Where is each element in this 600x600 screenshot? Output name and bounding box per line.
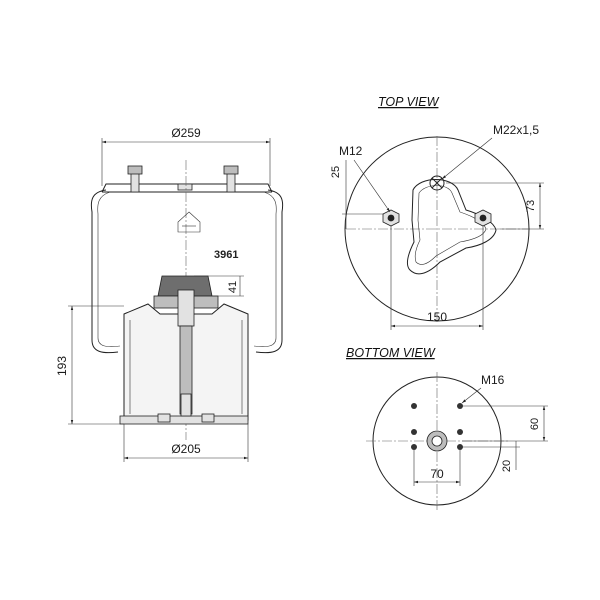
stud-left	[387, 214, 395, 222]
m22-leader	[441, 137, 493, 180]
dim-height: 193	[55, 356, 69, 376]
dim-70-label: 70	[430, 467, 444, 481]
offset-dim-label: 25	[330, 166, 342, 178]
top-view: TOP VIEW M12 M22x1,5 25 73	[330, 95, 544, 330]
trefoil-plate	[407, 179, 497, 275]
m16-leader	[461, 387, 482, 404]
trefoil-inner	[414, 185, 487, 265]
piston-base	[119, 415, 249, 425]
bottom-nut-right	[201, 413, 215, 423]
dim-20-label: 20	[501, 460, 513, 472]
bottom-hole-5	[411, 444, 417, 450]
right-stud-nut	[223, 165, 239, 175]
bottom-view-title: BOTTOM VIEW	[346, 346, 436, 360]
dim-60-label: 60	[529, 418, 541, 430]
dim-top-diameter: Ø259	[171, 126, 201, 140]
air-fitting	[429, 175, 445, 191]
dim-bottom-diameter: Ø205	[171, 442, 201, 456]
stud-thread-label: M12	[339, 144, 363, 158]
central-stud	[177, 289, 195, 327]
dim-stud-height: 41	[227, 281, 239, 293]
bellows-inner-line	[97, 191, 277, 348]
hole-thread-label: M16	[481, 373, 505, 387]
side-view: 3961 Ø259 Ø205 193 41	[55, 126, 284, 462]
bellows-outline	[90, 189, 284, 354]
bottom-hole-1	[411, 403, 417, 409]
bottom-hole-4	[457, 429, 463, 435]
m12-leader	[353, 159, 391, 213]
part-number: 3961	[214, 249, 238, 261]
bottom-stud	[180, 393, 192, 417]
right-stud	[226, 171, 236, 193]
piston-inner	[129, 320, 243, 414]
stud-right	[479, 214, 487, 222]
stud-spacing-label: 150	[427, 310, 447, 324]
fitting-offset-label: 73	[525, 200, 537, 212]
top-plate-fitting	[177, 183, 193, 191]
bottom-hole-3	[411, 429, 417, 435]
bottom-view: BOTTOM VIEW M16 60 20 70	[346, 346, 548, 510]
air-fitting-thread-label: M22x1,5	[493, 123, 539, 137]
bottom-hole-2	[457, 403, 463, 409]
left-stud-nut	[127, 165, 143, 175]
manufacturer-logo	[177, 211, 201, 233]
left-stud	[130, 171, 140, 193]
bottom-nut-left	[157, 413, 171, 423]
air-fitting-cross-b	[431, 177, 443, 189]
bottom-center-bore	[431, 435, 443, 447]
top-view-title: TOP VIEW	[378, 95, 440, 109]
bottom-hole-6	[457, 444, 463, 450]
